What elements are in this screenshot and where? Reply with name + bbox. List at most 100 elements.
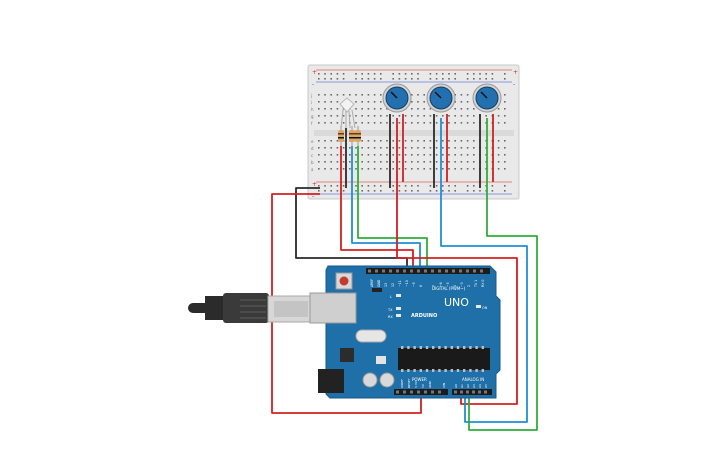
chip-pin	[469, 346, 472, 349]
rail-hole	[336, 73, 339, 75]
breadboard-hole	[361, 108, 363, 110]
pin-label: ~3	[460, 282, 464, 287]
breadboard-hole	[324, 94, 326, 96]
rgb-led[interactable]	[339, 97, 356, 129]
chip-pin	[481, 346, 484, 349]
wire-gnd[interactable]	[295, 187, 408, 268]
pin-label: A5	[484, 384, 488, 388]
resistor-2[interactable]	[349, 126, 355, 146]
wire-pot1[interactable]	[396, 200, 518, 405]
power-label: POWER	[412, 377, 427, 382]
breadboard-hole	[392, 115, 394, 117]
breadboard-hole	[380, 147, 382, 149]
chip-pin	[450, 346, 453, 349]
rail-hole	[361, 78, 363, 80]
rail-hole	[355, 78, 357, 80]
header-pin	[459, 269, 462, 273]
breadboard-hole	[460, 161, 463, 163]
arduino-uno-board[interactable]: UNO UNO ARDUINO DIGITAL (PWM~) ANALOG IN…	[309, 265, 501, 399]
rail-hole	[411, 185, 413, 187]
potentiometer-3[interactable]	[472, 83, 502, 113]
breadboard-hole	[355, 161, 357, 163]
breadboard-hole	[435, 161, 438, 163]
breadboard-hole	[404, 140, 407, 142]
chip-pin	[413, 346, 416, 349]
chip-pin	[475, 346, 478, 349]
breadboard-hole	[435, 154, 438, 156]
potentiometer-1[interactable]	[382, 83, 412, 113]
row-letters-bottom: e d c b a	[311, 139, 314, 172]
breadboard-hole	[392, 147, 394, 149]
breadboard-hole	[460, 147, 463, 149]
rail-hole	[417, 73, 419, 75]
rail-plus-sign-right: +	[513, 69, 518, 76]
breadboard-hole	[460, 168, 463, 170]
header-pin	[445, 269, 448, 273]
breadboard-hole	[448, 161, 450, 163]
rail-hole	[373, 190, 376, 192]
breadboard-hole	[423, 147, 425, 149]
breadboard-hole	[473, 161, 475, 163]
usb-cable[interactable]	[188, 293, 313, 323]
breadboard-hole	[336, 147, 339, 149]
breadboard-hole	[473, 147, 475, 149]
breadboard-hole	[386, 154, 388, 156]
rail-hole	[318, 78, 320, 80]
breadboard-hole	[417, 122, 419, 124]
wire-led-green[interactable]	[357, 196, 428, 268]
microcontroller-chip	[398, 348, 490, 370]
pin-label: A1	[460, 384, 464, 388]
wire-led-red[interactable]	[340, 196, 414, 268]
rail-hole	[435, 78, 438, 80]
breadboard-hole	[330, 101, 332, 103]
rail-hole	[491, 190, 494, 192]
breadboard-hole	[404, 154, 407, 156]
row-letter: f	[311, 121, 313, 126]
rail-minus-sign: -	[312, 81, 314, 88]
rail-hole	[373, 78, 376, 80]
rail-hole	[318, 185, 320, 187]
resistor-1[interactable]	[338, 126, 344, 146]
breadboard-hole	[454, 168, 456, 170]
wire-5v[interactable]	[271, 193, 422, 414]
breadboard-hole	[324, 147, 326, 149]
wire-led-blue[interactable]	[351, 196, 421, 268]
rail-hole	[473, 73, 475, 75]
header-pin	[431, 269, 434, 273]
breadboard-hole	[429, 108, 432, 110]
breadboard-hole	[473, 154, 475, 156]
rail-hole	[367, 78, 370, 80]
rail-hole	[404, 78, 407, 80]
header-pin	[460, 390, 463, 394]
resistor-3[interactable]	[355, 126, 361, 146]
breadboard-hole	[442, 122, 444, 124]
breadboard-hole	[429, 168, 432, 170]
breadboard-hole	[417, 147, 419, 149]
breadboard-hole	[442, 147, 444, 149]
rail-hole	[342, 190, 345, 192]
pin-label: 8	[419, 285, 423, 287]
led-on	[476, 305, 481, 308]
breadboard-hole	[367, 94, 370, 96]
breadboard-hole	[454, 154, 456, 156]
rail-hole	[454, 190, 456, 192]
potentiometer-2[interactable]	[426, 83, 456, 113]
breadboard-hole	[342, 147, 345, 149]
breadboard-hole	[330, 140, 332, 142]
breadboard-hole	[417, 168, 419, 170]
wire-pot3[interactable]	[468, 200, 538, 431]
breadboard-hole	[349, 115, 351, 117]
breadboard-hole	[367, 161, 370, 163]
power-header	[394, 389, 448, 395]
breadboard-hole	[330, 115, 332, 117]
breadboard-hole	[349, 161, 351, 163]
breadboard-hole	[504, 154, 506, 156]
breadboard-hole	[355, 94, 357, 96]
breadboard-hole	[411, 154, 413, 156]
breadboard-hole	[373, 147, 376, 149]
wire-pot2[interactable]	[440, 200, 528, 423]
header-pin	[410, 269, 413, 273]
breadboard-hole	[373, 122, 376, 124]
chip-pin	[463, 369, 466, 372]
breadboard[interactable]: + - + - + - j i h g f e d c b a	[307, 64, 520, 200]
